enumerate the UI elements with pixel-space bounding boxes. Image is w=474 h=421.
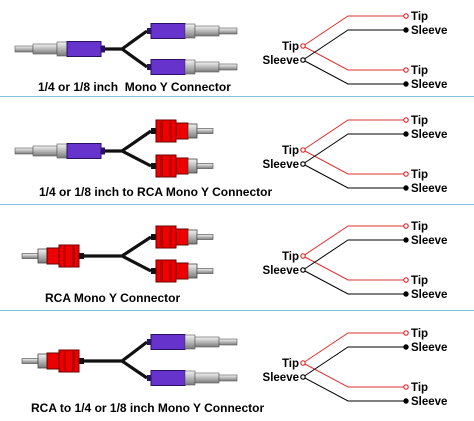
out2-sleeve-label: Sleeve — [411, 79, 447, 91]
out1-tip-terminal — [403, 330, 409, 336]
section-title: 1/4 or 1/8 inch Mono Y Connector — [38, 80, 231, 94]
sleeve-wire-2 — [302, 59, 406, 85]
out2-sleeve-terminal — [403, 185, 409, 191]
in-tip-terminal — [300, 360, 306, 366]
in-tip-terminal — [300, 147, 306, 153]
tip-wire-2 — [302, 45, 406, 71]
out2-tip-terminal — [403, 384, 409, 390]
out2-tip-label: Tip — [411, 382, 428, 394]
sleeve-wire-1 — [302, 133, 406, 165]
y-cable — [84, 235, 152, 273]
sleeve-wire-1 — [302, 239, 406, 271]
wiring-diagram: Tip Sleeve Tip Sleeve Tip Sleeve — [263, 115, 448, 195]
sleeve-wire-1 — [302, 346, 406, 378]
out2-sleeve-terminal — [403, 81, 409, 87]
out2-sleeve-label: Sleeve — [411, 289, 447, 301]
section-divider-1 — [0, 96, 474, 97]
output-rca-plug-1 — [151, 225, 214, 249]
in-tip-label: Tip — [282, 41, 299, 53]
out2-sleeve-label: Sleeve — [411, 396, 447, 408]
out1-tip-label: Tip — [411, 328, 428, 340]
output-jack-plug-1 — [147, 334, 238, 350]
in-sleeve-label: Sleeve — [263, 159, 299, 171]
out1-sleeve-label: Sleeve — [411, 342, 447, 354]
in-tip-label: Tip — [282, 358, 299, 370]
sleeve-wire-2 — [302, 269, 406, 295]
sleeve-wire-2 — [302, 163, 406, 189]
out1-tip-label: Tip — [411, 221, 428, 233]
output-jack-plug-1 — [147, 23, 238, 39]
wiring-diagram: Tip Sleeve Tip Sleeve Tip Sleeve — [263, 221, 448, 301]
out1-sleeve-label: Sleeve — [411, 25, 447, 37]
out1-sleeve-label: Sleeve — [411, 235, 447, 247]
output-rca-plug-2 — [151, 259, 214, 283]
y-cable — [84, 340, 148, 380]
y-cable — [105, 129, 152, 168]
out1-sleeve-terminal — [403, 237, 409, 243]
out2-tip-terminal — [403, 67, 409, 73]
wiring-diagram: Tip Sleeve Tip Sleeve Tip Sleeve — [263, 11, 448, 91]
in-sleeve-terminal — [300, 161, 306, 167]
out2-sleeve-terminal — [403, 398, 409, 404]
section-divider-3 — [0, 310, 474, 311]
out2-tip-terminal — [403, 277, 409, 283]
out1-sleeve-terminal — [403, 27, 409, 33]
out2-tip-label: Tip — [411, 275, 428, 287]
tip-wire-2 — [302, 362, 406, 388]
y-cable — [105, 29, 148, 69]
section-title: RCA to 1/4 or 1/8 inch Mono Y Connector — [31, 401, 264, 415]
input-rca-plug — [21, 244, 84, 268]
section-rca-to-jack-y: RCA to 1/4 or 1/8 inch Mono Y Connector … — [21, 328, 448, 415]
input-jack-plug — [14, 143, 105, 159]
out1-sleeve-terminal — [403, 131, 409, 137]
in-tip-label: Tip — [282, 145, 299, 157]
out2-sleeve-label: Sleeve — [411, 183, 447, 195]
tip-wire-1 — [302, 119, 406, 151]
tip-wire-2 — [302, 255, 406, 281]
section-title: RCA Mono Y Connector — [45, 291, 180, 305]
in-sleeve-terminal — [300, 57, 306, 63]
tip-wire-1 — [302, 225, 406, 257]
in-sleeve-label: Sleeve — [263, 265, 299, 277]
in-sleeve-terminal — [300, 374, 306, 380]
sleeve-wire-2 — [302, 376, 406, 402]
out1-sleeve-label: Sleeve — [411, 129, 447, 141]
out1-tip-terminal — [403, 223, 409, 229]
in-sleeve-label: Sleeve — [263, 55, 299, 67]
in-tip-terminal — [300, 253, 306, 259]
sleeve-wire-1 — [302, 29, 406, 61]
section-jack-to-rca-y: 1/4 or 1/8 inch to RCA Mono Y Connector … — [14, 115, 448, 199]
section-title: 1/4 or 1/8 inch to RCA Mono Y Connector — [39, 185, 272, 199]
out1-tip-label: Tip — [411, 11, 428, 23]
output-jack-plug-2 — [147, 59, 238, 75]
output-rca-plug-1 — [151, 119, 214, 143]
in-tip-label: Tip — [282, 251, 299, 263]
output-jack-plug-2 — [147, 370, 238, 386]
out1-tip-label: Tip — [411, 115, 428, 127]
in-tip-terminal — [300, 43, 306, 49]
section-rca-mono-y: RCA Mono Y Connector Tip Sleeve Tip Slee… — [21, 221, 448, 305]
in-sleeve-label: Sleeve — [263, 372, 299, 384]
tip-wire-1 — [302, 332, 406, 364]
in-sleeve-terminal — [300, 267, 306, 273]
out2-sleeve-terminal — [403, 291, 409, 297]
out2-tip-terminal — [403, 171, 409, 177]
out1-tip-terminal — [403, 13, 409, 19]
out1-sleeve-terminal — [403, 344, 409, 350]
output-rca-plug-2 — [151, 154, 214, 178]
tip-wire-2 — [302, 149, 406, 175]
tip-wire-1 — [302, 15, 406, 47]
section-divider-2 — [0, 204, 474, 205]
input-jack-plug — [14, 41, 105, 57]
input-rca-plug — [21, 349, 84, 373]
out2-tip-label: Tip — [411, 169, 428, 181]
out1-tip-terminal — [403, 117, 409, 123]
section-mono-y: 1/4 or 1/8 inch Mono Y Connector Tip Sle… — [14, 11, 448, 94]
out2-tip-label: Tip — [411, 65, 428, 77]
wiring-diagram: Tip Sleeve Tip Sleeve Tip Sleeve — [263, 328, 448, 408]
